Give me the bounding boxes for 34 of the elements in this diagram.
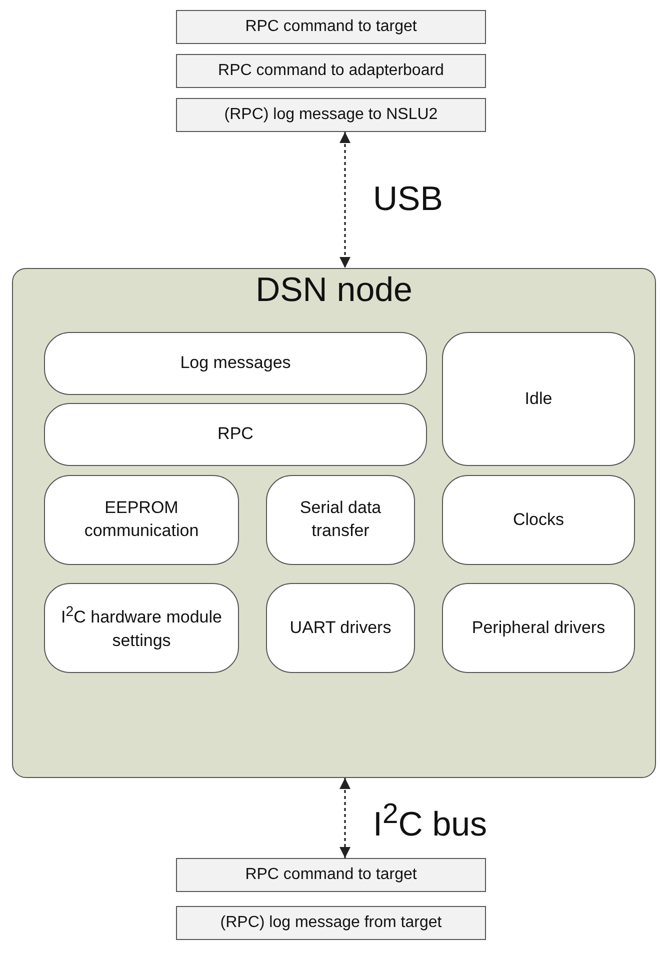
container-title: DSN node	[256, 271, 412, 310]
module-box	[266, 583, 415, 673]
box-label: RPC command to target	[245, 866, 417, 884]
edge-label: USB	[373, 180, 443, 219]
module-box	[266, 475, 415, 565]
module-box	[442, 475, 635, 565]
message-box	[176, 906, 486, 940]
box-label: RPC command to target	[245, 18, 417, 36]
double-arrow	[339, 132, 351, 268]
module-box	[442, 583, 635, 673]
box-label: RPC command to adapterboard	[218, 62, 444, 80]
box-label: I$^{2}$C hardware module settings	[60, 603, 223, 652]
box-label: Clocks	[512, 508, 564, 531]
box-label: Peripheral drivers	[472, 616, 606, 639]
module-box	[44, 403, 427, 466]
module-box	[442, 332, 635, 466]
node-container	[12, 268, 656, 778]
box-label: RPC	[218, 423, 254, 446]
box-label: Log messages	[180, 352, 291, 374]
box-label: UART drivers	[290, 616, 392, 639]
box-label: (RPC) log message from target	[220, 914, 442, 932]
module-box	[44, 583, 239, 673]
box-label: Serial data transfer	[298, 497, 382, 542]
box-label: Idle	[524, 388, 552, 410]
message-box	[176, 98, 486, 132]
message-box	[176, 10, 486, 44]
module-box	[44, 332, 427, 395]
message-box	[176, 54, 486, 88]
message-box	[176, 858, 486, 892]
box-label: EEPROM communication	[83, 497, 200, 542]
box-label: (RPC) log message to NSLU2	[224, 106, 438, 124]
module-box	[44, 475, 239, 565]
edge-label: I$^{2}$C bus	[373, 798, 488, 844]
double-arrow	[339, 778, 351, 858]
